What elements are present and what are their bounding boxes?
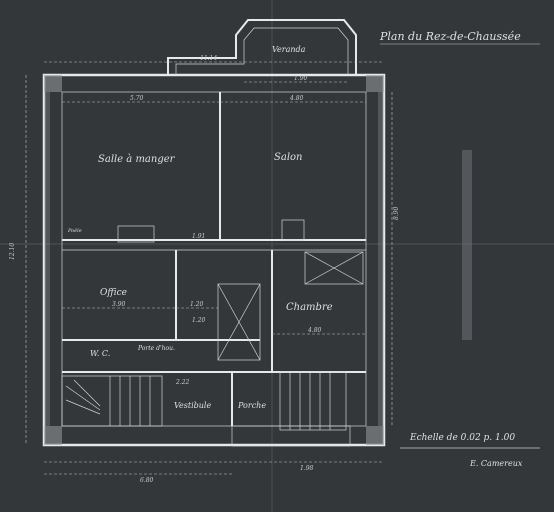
room-label-wc: W. C. [90, 349, 110, 358]
room-label-chambre: Chambre [286, 302, 333, 313]
room-label-salle: Salle à manger [98, 154, 176, 165]
dim-chambre-width: 4.80 [307, 327, 322, 334]
dim-veranda-gap: 1.90 [294, 75, 308, 82]
dim-top-total: 11.14 [200, 55, 217, 62]
room-label-porche: Porche [237, 401, 266, 410]
room-label-vestibule: Vestibule [174, 401, 211, 410]
porch-steps [231, 371, 351, 447]
dim-d3: 2.22 [175, 379, 190, 386]
outer-walls [42, 73, 386, 447]
scale-label: Echelle de 0.02 p. 1.00 [409, 433, 515, 443]
room-label-office: Office [100, 288, 127, 298]
veranda-outline [167, 19, 357, 75]
dimension-lines [25, 61, 393, 475]
dim-bottom-total: 1.98 [300, 465, 314, 472]
room-label-salon: Salon [274, 152, 302, 163]
plan-title: Plan du Rez-de-Chaussée [379, 30, 521, 43]
signature: E. Camereux [469, 459, 523, 468]
dim-office-width: 3.90 [112, 301, 126, 308]
staircase [61, 375, 163, 427]
room-label-porte: Porte d'hou. [137, 345, 175, 352]
margin-annotation-strip [462, 150, 472, 340]
dim-right-height: 8.90 [393, 206, 400, 220]
dim-d1: 1.91 [192, 233, 205, 240]
dim-office-depth: 1.20 [190, 301, 204, 308]
dim-bottom-left: 6.80 [140, 477, 154, 484]
room-label-veranda: Veranda [272, 45, 306, 54]
room-label-poele: Poële [67, 228, 82, 234]
dim-side-height: 12.10 [9, 243, 16, 260]
dim-salle-width: 5.70 [130, 95, 144, 102]
dim-salon-width: 4.80 [289, 95, 304, 102]
dim-d2: 1.20 [192, 317, 206, 324]
